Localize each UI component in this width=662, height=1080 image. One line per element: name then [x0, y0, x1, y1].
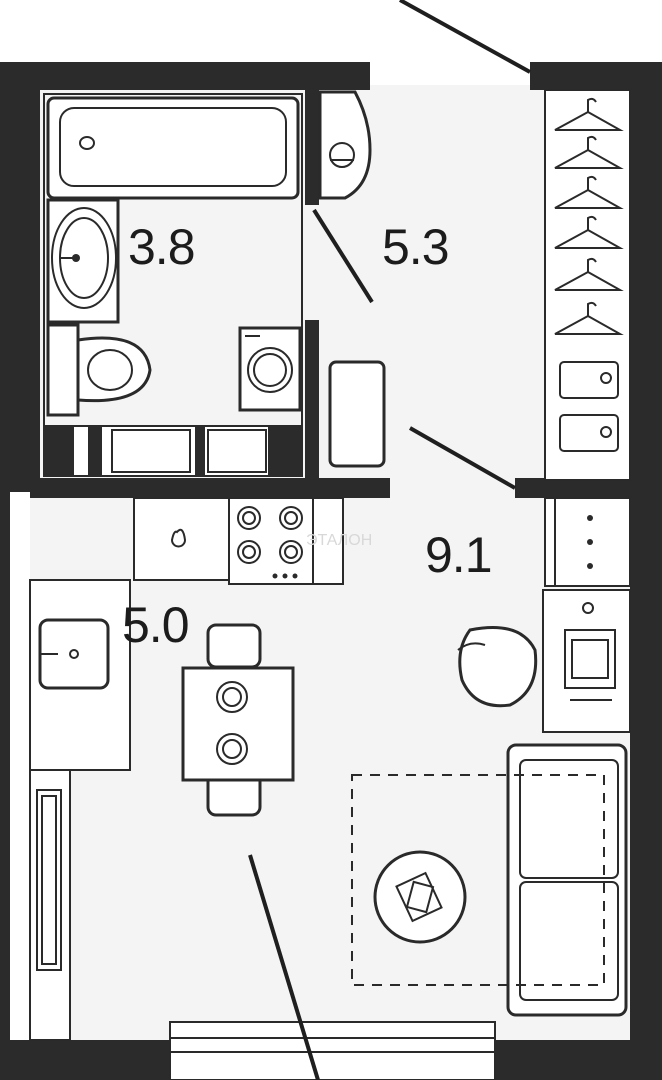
desk [542, 589, 631, 733]
room-area-living-room: 9.1 [425, 527, 493, 583]
room-area-hallway: 5.3 [382, 219, 450, 275]
hallway-bench [328, 360, 386, 468]
watermark: ЭТАЛОН [306, 532, 372, 549]
bathroom-sink [46, 198, 120, 324]
walls [0, 62, 662, 1080]
room-area-bathroom: 3.8 [128, 219, 196, 275]
doors [248, 0, 531, 1080]
boiler [318, 90, 372, 200]
rug [351, 774, 605, 986]
washing-machine [238, 326, 302, 412]
shelf-unit [544, 497, 631, 587]
kitchen-counter-end [312, 497, 344, 585]
kitchen-sink [29, 579, 131, 771]
bathroom-shelves [43, 425, 303, 477]
dining-table [181, 623, 295, 817]
radiator [29, 769, 71, 1041]
sofa [506, 743, 628, 1017]
toilet [46, 323, 152, 417]
bathtub [46, 96, 300, 200]
wardrobe [544, 89, 631, 481]
kitchen-counter [133, 497, 230, 581]
armchair [457, 626, 538, 708]
window [169, 1021, 496, 1080]
stove [228, 497, 314, 585]
room-area-kitchen: 5.0 [122, 597, 190, 653]
